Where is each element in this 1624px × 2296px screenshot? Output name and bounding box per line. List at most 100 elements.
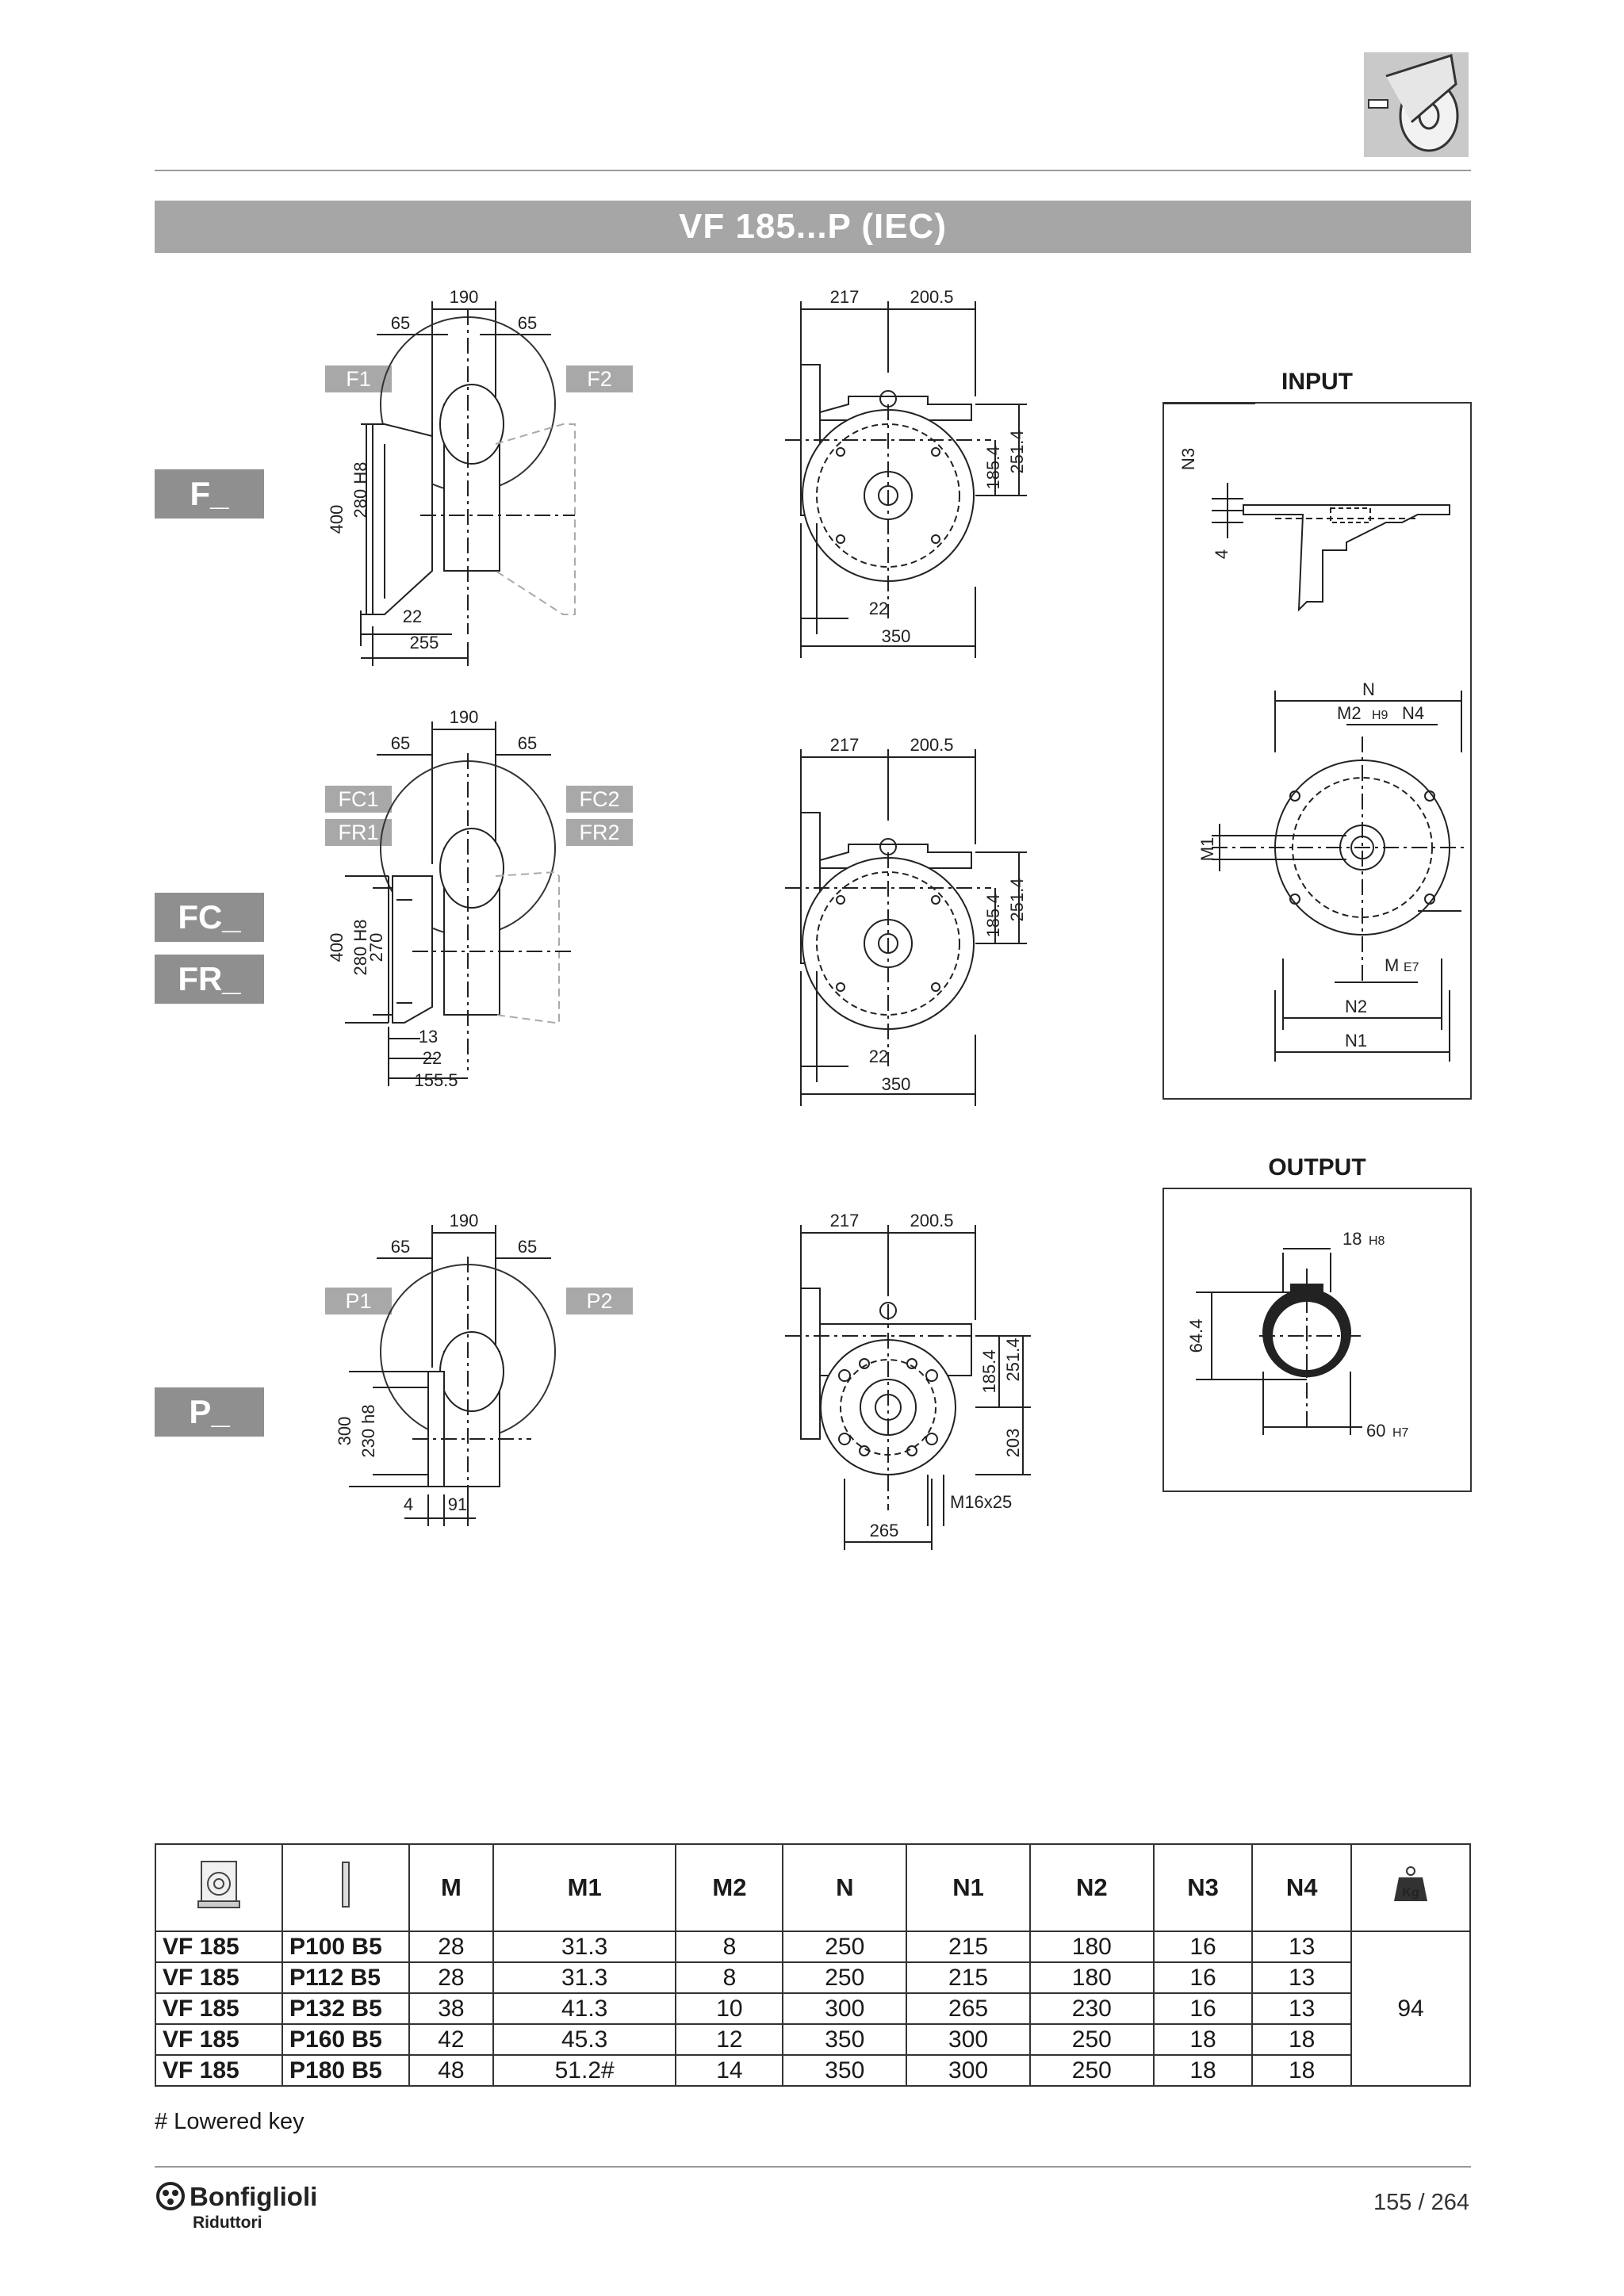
svg-text:200.5: 200.5 xyxy=(910,1211,953,1230)
row-model: VF 185 xyxy=(155,1992,283,2025)
cell-n3: 18 xyxy=(1152,2023,1254,2056)
svg-text:190: 190 xyxy=(450,707,479,727)
dimensions-table: M M1 M2 N N1 N2 N3 N4 Kg VF 185 P100 B5 … xyxy=(155,1843,1471,2087)
header-rule xyxy=(155,170,1471,171)
cell-n1: 300 xyxy=(906,2054,1031,2087)
cell-m2: 8 xyxy=(675,1961,784,1994)
section-label-fr: FR_ xyxy=(155,955,264,1004)
cell-n2: 180 xyxy=(1028,1931,1155,1963)
svg-text:13: 13 xyxy=(419,1027,438,1047)
gearbox-icon xyxy=(197,1861,240,1908)
page-title: VF 185...P (IEC) xyxy=(155,201,1471,253)
svg-text:M16x25: M16x25 xyxy=(950,1492,1012,1512)
svg-text:230 h8: 230 h8 xyxy=(358,1404,378,1457)
table-row: VF 185 P180 B5 48 51.2# 14 350 300 250 1… xyxy=(155,2054,1470,2087)
svg-text:18: 18 xyxy=(1342,1229,1362,1249)
p-front-view: 217 200.5 185.4 251.4 203 M16x25 265 xyxy=(785,1211,1031,1550)
fc-side-view: 190 65 65 400 280 H8 270 13 22 155.5 xyxy=(327,707,571,1090)
svg-text:4: 4 xyxy=(404,1494,413,1514)
weight-icon-header: Kg xyxy=(1350,1843,1471,1932)
cell-n2: 250 xyxy=(1028,2054,1155,2087)
svg-text:H8: H8 xyxy=(1369,1234,1385,1248)
cell-m1: 51.2# xyxy=(492,2054,677,2087)
cell-n4: 18 xyxy=(1251,2023,1352,2056)
p-side-view: 190 65 65 300 230 h8 4 91 xyxy=(335,1211,556,1526)
cell-m: 28 xyxy=(408,1931,494,1963)
cell-n3: 16 xyxy=(1152,1931,1254,1963)
row-motor: P112 B5 xyxy=(282,1961,410,1994)
svg-text:Bonfiglioli: Bonfiglioli xyxy=(190,2182,317,2211)
svg-text:65: 65 xyxy=(391,733,410,753)
page-number: 155 / 264 xyxy=(1373,2190,1469,2215)
position-label-f2: F2 xyxy=(566,365,633,392)
footnote: # Lowered key xyxy=(155,2109,304,2134)
fc-front-view: 217 200.5 185.4 251.4 22 350 xyxy=(785,735,1027,1106)
cell-n4: 13 xyxy=(1251,1931,1352,1963)
section-label-p: P_ xyxy=(155,1387,264,1437)
svg-text:217: 217 xyxy=(830,287,860,307)
cell-weight: 94 xyxy=(1350,1931,1471,2087)
section-label-fc: FC_ xyxy=(155,893,264,942)
section-label-f: F_ xyxy=(155,469,264,519)
svg-text:N1: N1 xyxy=(1345,1031,1367,1050)
cell-m1: 45.3 xyxy=(492,2023,677,2056)
row-motor: P160 B5 xyxy=(282,2023,410,2056)
cell-m: 48 xyxy=(408,2054,494,2087)
svg-text:H7: H7 xyxy=(1392,1426,1409,1440)
svg-text:251.4: 251.4 xyxy=(1007,878,1027,921)
footer-rule xyxy=(155,2166,1471,2168)
cell-n3: 18 xyxy=(1152,2054,1254,2087)
brand-logo: Bonfiglioli Riduttori xyxy=(155,2179,345,2238)
svg-text:400: 400 xyxy=(327,505,347,534)
svg-text:350: 350 xyxy=(882,1074,911,1094)
position-label-fr2: FR2 xyxy=(566,819,633,846)
svg-text:203: 203 xyxy=(1003,1429,1023,1458)
cell-n: 250 xyxy=(782,1931,908,1963)
col-header-n: N xyxy=(782,1843,908,1932)
position-label-p1: P1 xyxy=(325,1288,392,1314)
cell-m: 38 xyxy=(408,1992,494,2025)
table-row: VF 185 P132 B5 38 41.3 10 300 265 230 16… xyxy=(155,1992,1470,2025)
row-motor: P132 B5 xyxy=(282,1992,410,2025)
svg-text:91: 91 xyxy=(448,1494,467,1514)
col-header-n4: N4 xyxy=(1251,1843,1352,1932)
svg-text:185.4: 185.4 xyxy=(983,894,1003,937)
brand-mark-icon xyxy=(156,2182,185,2210)
position-label-p2: P2 xyxy=(566,1288,633,1314)
table-header-row: M M1 M2 N N1 N2 N3 N4 Kg xyxy=(155,1843,1471,1932)
col-header-m1: M1 xyxy=(492,1843,677,1932)
svg-text:N: N xyxy=(1362,679,1375,699)
svg-text:E7: E7 xyxy=(1404,961,1419,974)
col-header-n3: N3 xyxy=(1152,1843,1254,1932)
svg-text:M1: M1 xyxy=(1197,837,1217,862)
cell-n1: 300 xyxy=(906,2023,1031,2056)
svg-text:M: M xyxy=(1385,955,1399,975)
svg-text:300: 300 xyxy=(335,1417,354,1446)
cell-n2: 250 xyxy=(1028,2023,1155,2056)
row-model: VF 185 xyxy=(155,2023,283,2056)
svg-text:350: 350 xyxy=(882,626,911,646)
position-label-fc1: FC1 xyxy=(325,786,392,813)
row-model: VF 185 xyxy=(155,1961,283,1994)
svg-text:217: 217 xyxy=(830,1211,860,1230)
col-header-m2: M2 xyxy=(675,1843,784,1932)
cell-m2: 14 xyxy=(675,2054,784,2087)
svg-text:280 H8: 280 H8 xyxy=(350,462,370,519)
svg-text:251.4: 251.4 xyxy=(1007,430,1027,473)
flange-icon xyxy=(342,1862,350,1908)
f-front-view: 217 200.5 185.4 251.4 22 350 xyxy=(785,287,1027,658)
col-header-n2: N2 xyxy=(1028,1843,1155,1932)
svg-text:270: 270 xyxy=(366,933,386,962)
svg-text:251.4: 251.4 xyxy=(1003,1337,1023,1381)
col-header-n1: N1 xyxy=(906,1843,1031,1932)
svg-text:22: 22 xyxy=(869,599,888,618)
gearbox-icon-header xyxy=(155,1843,283,1932)
row-model: VF 185 xyxy=(155,1931,283,1963)
svg-text:400: 400 xyxy=(327,933,347,962)
cell-n3: 16 xyxy=(1152,1961,1254,1994)
svg-text:22: 22 xyxy=(403,607,422,626)
svg-text:65: 65 xyxy=(518,733,537,753)
cell-n: 350 xyxy=(782,2054,908,2087)
cell-m2: 12 xyxy=(675,2023,784,2056)
position-label-fc2: FC2 xyxy=(566,786,633,813)
